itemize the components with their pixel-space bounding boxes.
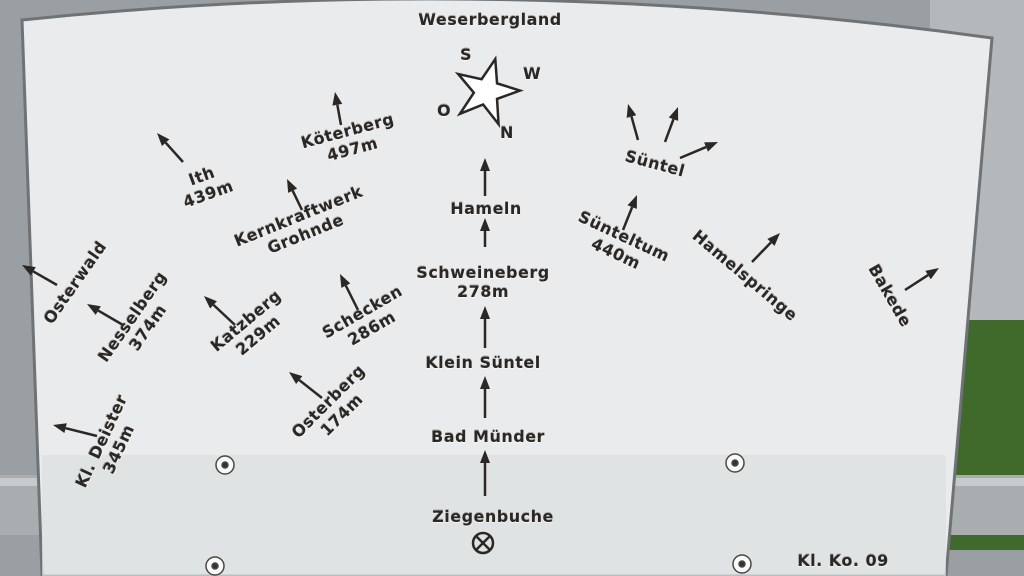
label-line: Klein Süntel <box>425 352 541 372</box>
arrow-icon <box>87 304 124 327</box>
compass-s: S <box>459 45 473 64</box>
label-ziegenbuche: Ziegenbuche <box>413 507 573 526</box>
label-line: Schweineberg <box>416 263 550 282</box>
arrow-icon <box>480 218 490 247</box>
label-bad-muender: Bad Münder <box>408 427 568 446</box>
label-line: Hameln <box>450 198 522 218</box>
plate-id: Kl. Ko. 09 <box>797 551 889 570</box>
arrow-icon <box>663 107 679 143</box>
compass-w: W <box>523 64 542 83</box>
arrow-icon <box>287 179 304 211</box>
arrow-icon <box>480 306 490 348</box>
arrow-icon <box>480 376 490 418</box>
arrow-icon <box>22 265 58 287</box>
arrow-icon <box>480 158 490 196</box>
arrow-icon <box>626 104 640 141</box>
arrow-icon <box>332 92 343 126</box>
arrow-icon <box>340 274 360 311</box>
arrow-icon <box>679 142 718 160</box>
arrow-icon <box>289 372 323 399</box>
sign-title: Weserbergland <box>418 10 562 29</box>
screws <box>205 453 752 576</box>
compass-o: O <box>436 101 452 120</box>
sign-plate <box>20 0 994 576</box>
arrow-icon <box>157 133 184 163</box>
location-marker-icon <box>471 531 495 555</box>
compass-star-icon <box>454 55 524 129</box>
label-line: Ziegenbuche <box>432 506 554 526</box>
label-line: Bad Münder <box>431 426 545 446</box>
arrow-icon <box>621 195 637 231</box>
arrow-icon <box>751 233 780 263</box>
label-hameln: Hameln <box>406 199 566 218</box>
arrow-icon <box>53 423 98 438</box>
compass-n: N <box>500 123 514 142</box>
arrow-icon <box>480 450 490 496</box>
label-line: 278m <box>456 282 510 301</box>
label-klein-suentel: Klein Süntel <box>403 353 563 372</box>
arrow-icon <box>204 296 236 326</box>
arrow-icon <box>904 268 939 292</box>
